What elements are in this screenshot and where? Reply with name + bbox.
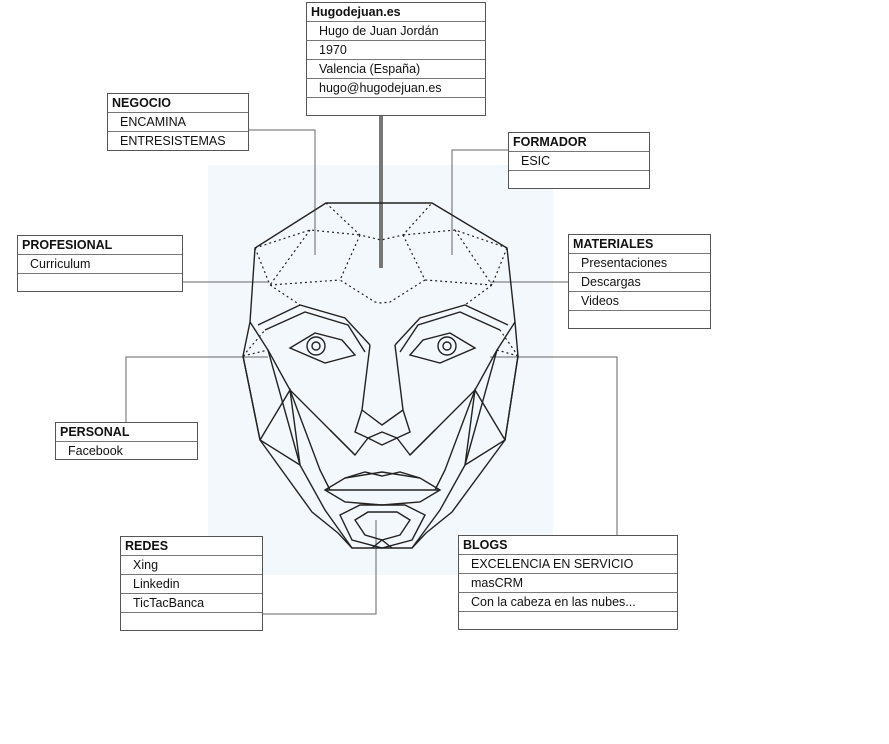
materiales-link-descargas[interactable]: Descargas [569, 273, 710, 292]
materiales-link-presentaciones[interactable]: Presentaciones [569, 254, 710, 273]
formador-empty-row [509, 171, 649, 189]
connector-personal [125, 356, 268, 422]
negocio-box: NEGOCIO ENCAMINA ENTRESISTEMAS [107, 93, 249, 151]
profesional-link-curriculum[interactable]: Curriculum [18, 255, 182, 274]
negocio-title: NEGOCIO [108, 94, 248, 113]
materiales-empty-row [569, 311, 710, 329]
formador-link-esic[interactable]: ESIC [509, 152, 649, 171]
redes-link-linkedin[interactable]: Linkedin [121, 575, 262, 594]
site-info-email[interactable]: hugo@hugodejuan.es [307, 79, 485, 98]
site-info-year: 1970 [307, 41, 485, 60]
personal-box: PERSONAL Facebook [55, 422, 198, 460]
redes-empty-row [121, 613, 262, 631]
blogs-box: BLOGS EXCELENCIA EN SERVICIO masCRM Con … [458, 535, 678, 630]
profesional-title: PROFESIONAL [18, 236, 182, 255]
formador-box: FORMADOR ESIC [508, 132, 650, 189]
personal-link-facebook[interactable]: Facebook [68, 444, 123, 458]
redes-link-tictacbanca[interactable]: TicTacBanca [121, 594, 262, 613]
connector-negocio [248, 129, 316, 255]
profesional-empty-row [18, 274, 182, 292]
materiales-link-videos[interactable]: Videos [569, 292, 710, 311]
blogs-empty-row [459, 612, 677, 630]
face-outline [242, 202, 519, 549]
site-info-location: Valencia (España) [307, 60, 485, 79]
connector-lines [125, 129, 618, 615]
site-info-empty-row [307, 98, 485, 116]
blogs-link-mascrm[interactable]: masCRM [459, 574, 677, 593]
redes-link-xing[interactable]: Xing [121, 556, 262, 575]
negocio-link-encamina[interactable]: ENCAMINA [108, 113, 248, 132]
site-info-name: Hugo de Juan Jordán [307, 22, 485, 41]
personal-title: PERSONAL [56, 423, 197, 442]
blogs-title: BLOGS [459, 536, 677, 555]
profesional-box: PROFESIONAL Curriculum [17, 235, 183, 292]
forehead-dotted-lines [242, 202, 519, 357]
connector-redes [262, 520, 377, 615]
blogs-link-cabeza-nubes[interactable]: Con la cabeza en las nubes... [459, 593, 677, 612]
redes-box: REDES Xing Linkedin TicTacBanca [120, 536, 263, 631]
materiales-title: MATERIALES [569, 235, 710, 254]
materiales-box: MATERIALES Presentaciones Descargas Vide… [568, 234, 711, 329]
formador-title: FORMADOR [509, 133, 649, 152]
site-title[interactable]: Hugodejuan.es [307, 3, 485, 22]
connector-formador [451, 149, 508, 255]
redes-title: REDES [121, 537, 262, 556]
blogs-link-excelencia[interactable]: EXCELENCIA EN SERVICIO [459, 555, 677, 574]
site-info-box: Hugodejuan.es Hugo de Juan Jordán 1970 V… [306, 2, 486, 116]
connector-blogs [490, 356, 618, 535]
negocio-link-entresistemas[interactable]: ENTRESISTEMAS [120, 134, 226, 148]
